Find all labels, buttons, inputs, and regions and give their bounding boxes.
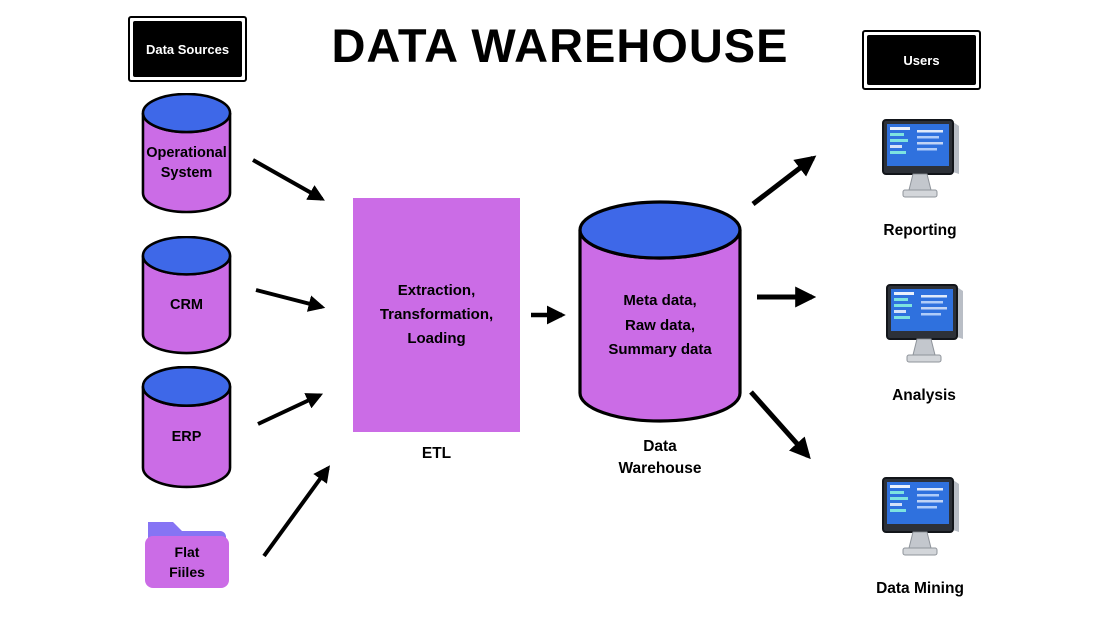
user-reporting-label: Reporting <box>883 222 957 239</box>
monitor-icon <box>886 284 963 363</box>
user-analysis-label: Analysis <box>892 387 956 404</box>
source-flat-files-label: Flat Fiiles <box>169 544 205 580</box>
source-erp-label: ERP <box>171 429 202 446</box>
users-header-label: Users <box>867 35 976 85</box>
arrow-warehouse-to-reporting <box>751 155 817 206</box>
source-crm: CRM <box>140 236 233 356</box>
arrow-operational-to-etl <box>252 158 325 201</box>
database-cylinder-icon <box>141 366 232 489</box>
user-reporting: Reporting <box>865 112 975 240</box>
arrow-flatfiles-to-etl-upper <box>257 393 324 426</box>
source-erp: ERP <box>140 366 233 490</box>
etl-process-text: Extraction, Transformation, Loading <box>379 282 494 347</box>
data-sources-header-box: Data Sources <box>128 16 247 82</box>
data-warehouse-cylinder: Meta data, Raw data, Summary data <box>575 200 745 426</box>
arrow-crm-to-etl <box>255 288 326 312</box>
arrow-erp-to-etl <box>262 465 330 558</box>
source-operational-system: Operational System <box>140 93 233 215</box>
user-data-mining-label: Data Mining <box>876 580 964 597</box>
database-cylinder-icon <box>141 93 232 214</box>
monitor-icon <box>882 119 959 198</box>
source-crm-label: CRM <box>169 297 204 314</box>
database-cylinder-icon <box>141 236 232 355</box>
source-operational-system-label: Operational System <box>146 145 227 181</box>
folder-icon <box>145 522 229 588</box>
data-warehouse-caption: Data Warehouse <box>618 438 702 477</box>
source-flat-files: Flat Fiiles <box>144 510 230 590</box>
etl-caption: ETL <box>421 445 452 462</box>
users-header-box: Users <box>862 30 981 90</box>
user-data-mining: Data Mining <box>865 470 975 598</box>
arrow-warehouse-to-datamining <box>749 390 811 460</box>
data-warehouse-contents: Meta data, Raw data, Summary data <box>608 291 712 359</box>
database-cylinder-icon <box>578 200 742 423</box>
user-analysis: Analysis <box>869 277 979 405</box>
monitor-icon <box>882 477 959 556</box>
page-title: DATA WAREHOUSE <box>331 19 789 72</box>
data-sources-header-label: Data Sources <box>133 21 242 77</box>
etl-process-box: Extraction, Transformation, Loading <box>353 198 520 432</box>
